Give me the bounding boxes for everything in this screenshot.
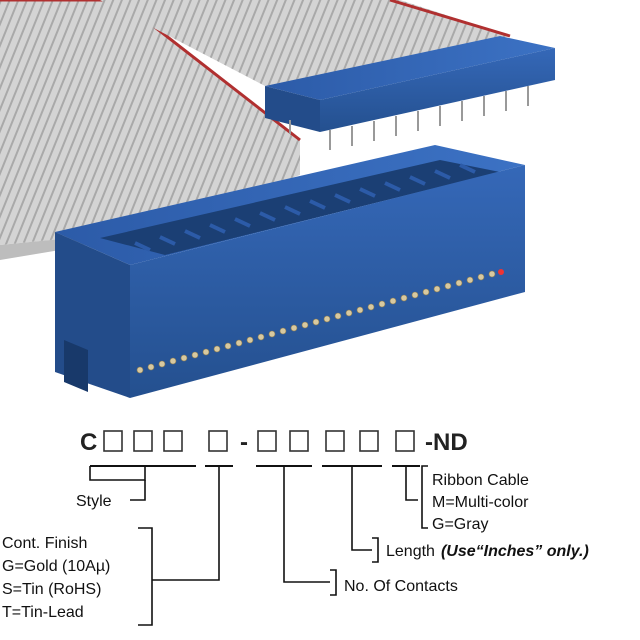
- code-box-contacts-2: [289, 430, 309, 452]
- card-edge-connector: [55, 145, 525, 398]
- label-contacts: No. Of Contacts: [344, 578, 458, 595]
- label-finish-title: Cont. Finish: [2, 535, 87, 552]
- part-prefix: C: [80, 429, 97, 456]
- code-box-finish-2: [208, 430, 228, 452]
- code-box-style: [103, 430, 123, 452]
- part-separator: -: [240, 429, 248, 456]
- label-length-word: Length: [386, 543, 435, 560]
- ribbon-cable-upper: [100, 0, 511, 86]
- leader-length: [351, 466, 372, 551]
- upper-connector: [265, 36, 555, 150]
- bracket-cable: [421, 465, 428, 529]
- bracket-finish: [138, 527, 153, 626]
- label-style: Style: [76, 493, 112, 510]
- part-suffix: -ND: [425, 429, 468, 456]
- code-box-finish: [163, 430, 183, 452]
- label-length: Length (Use“Inches” only.): [386, 543, 589, 560]
- label-cable-gray: G=Gray: [432, 516, 488, 533]
- leader-finish: [152, 466, 220, 581]
- leader-style: [130, 480, 146, 501]
- bracket-style: [89, 466, 146, 481]
- label-cable-title: Ribbon Cable: [432, 472, 529, 489]
- product-illustration: [0, 0, 555, 398]
- label-finish-gold: G=Gold (10Aµ): [2, 558, 110, 575]
- label-finish-tin: S=Tin (RoHS): [2, 581, 101, 598]
- part-number-diagram: C - -ND Style Cont. Finish G=Gold (10Aµ)…: [2, 429, 589, 626]
- code-box-contacts: [257, 430, 277, 452]
- label-length-note: (Use“Inches” only.): [441, 543, 589, 560]
- label-cable-multicolor: M=Multi-color: [432, 494, 529, 511]
- code-box-cable: [395, 430, 415, 452]
- code-box-style-2: [133, 430, 153, 452]
- bracket-contacts: [330, 569, 337, 596]
- code-box-length-2: [359, 430, 379, 452]
- leader-contacts: [283, 466, 330, 583]
- code-box-length: [325, 430, 345, 452]
- bracket-length: [372, 537, 379, 563]
- leader-cable: [405, 466, 418, 501]
- label-finish-tinlead: T=Tin-Lead: [2, 604, 84, 621]
